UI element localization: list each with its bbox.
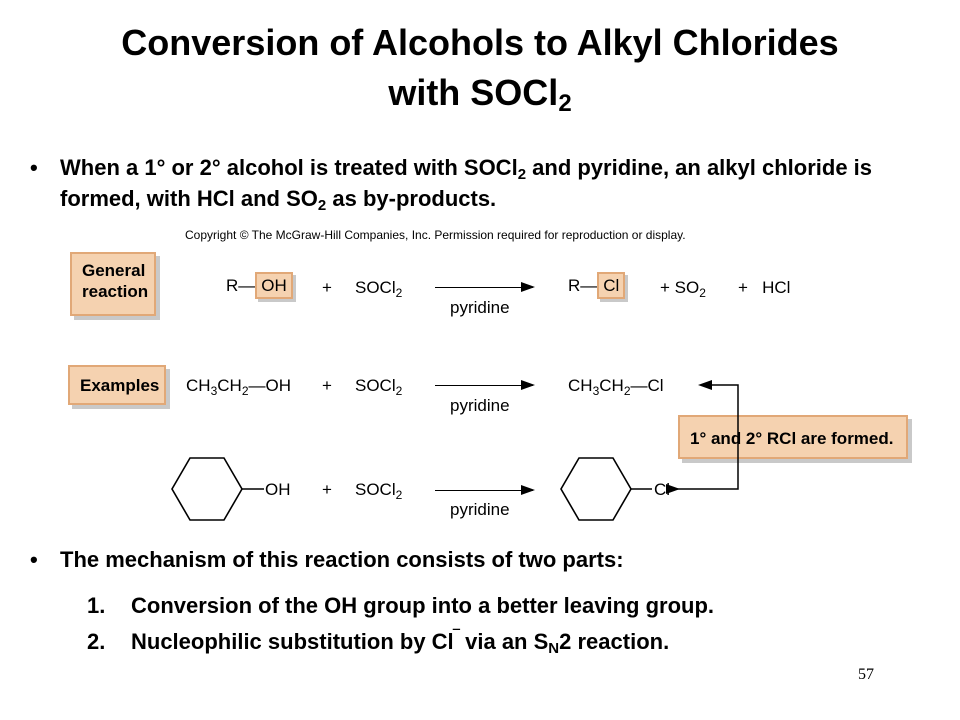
reaction-arrow-3: [435, 485, 535, 495]
ethanol-reactant: CH3CH2—OH: [186, 376, 291, 398]
title-line-1: Conversion of Alcohols to Alkyl Chloride…: [121, 22, 839, 63]
general-product: R—Cl: [568, 272, 626, 299]
callout-bracket: [670, 384, 739, 490]
reaction-arrow-1: [435, 282, 535, 292]
slide-title: Conversion of Alcohols to Alkyl Chloride…: [0, 18, 960, 118]
bullet-1-text: When a 1° or 2° alcohol is treated with …: [60, 155, 873, 214]
reagent-socl2-3: SOCl2: [355, 480, 403, 502]
pyridine-label-3: pyridine: [450, 500, 510, 519]
step-1: 1. Conversion of the OH group into a bett…: [87, 590, 714, 621]
hcl-byproduct: + HCl: [738, 278, 791, 297]
step-2: 2. Nucleophilic substitution by Cl‾ via a…: [87, 626, 669, 657]
copyright-notice: Copyright © The McGraw-Hill Companies, I…: [185, 228, 686, 242]
bullet-dot: •: [30, 155, 38, 180]
examples-label: Examples: [68, 365, 166, 405]
step-2-number: 2.: [87, 629, 106, 654]
step-1-text: Conversion of the OH group into a better…: [131, 593, 715, 618]
bracket-arrowhead-top: [698, 380, 712, 390]
oh-highlight: OH: [255, 272, 293, 299]
bullet-dot: •: [30, 547, 38, 572]
bullet-2-text: The mechanism of this reaction consists …: [60, 547, 624, 572]
general-reaction-label: General reaction: [70, 252, 156, 316]
pyridine-label-1: pyridine: [450, 298, 510, 317]
cl-highlight: Cl: [597, 272, 626, 299]
reagent-socl2-1: SOCl2: [355, 278, 403, 300]
plus-3: +: [322, 480, 332, 499]
plus-1: +: [322, 278, 332, 297]
plus-2: +: [322, 376, 332, 395]
ethyl-chloride-product: CH3CH2—Cl: [568, 376, 664, 398]
step-1-number: 1.: [87, 593, 106, 618]
page-number: 57: [858, 666, 874, 683]
bracket-arrowhead-bottom: [666, 484, 680, 494]
reagent-socl2-2: SOCl2: [355, 376, 403, 398]
step-2-text: Nucleophilic substitution by Cl‾ via an …: [131, 628, 670, 657]
bullet-1: • When a 1° or 2° alcohol is treated wit…: [30, 152, 920, 214]
cyclohexanol-oh: OH: [265, 480, 291, 499]
so2-byproduct: + SO2: [660, 278, 706, 300]
callout-rcl-formed: 1° and 2° RCl are formed.: [678, 415, 908, 459]
title-line-2: with SOCl2: [388, 72, 572, 117]
bullet-2: • The mechanism of this reaction consist…: [30, 544, 920, 575]
reaction-arrow-2: [435, 380, 535, 390]
cyclohexane-ring-product: [560, 457, 632, 521]
pyridine-label-2: pyridine: [450, 396, 510, 415]
general-reactant: R—OH: [226, 272, 293, 299]
cyclohexane-ring-reactant: [171, 457, 243, 521]
